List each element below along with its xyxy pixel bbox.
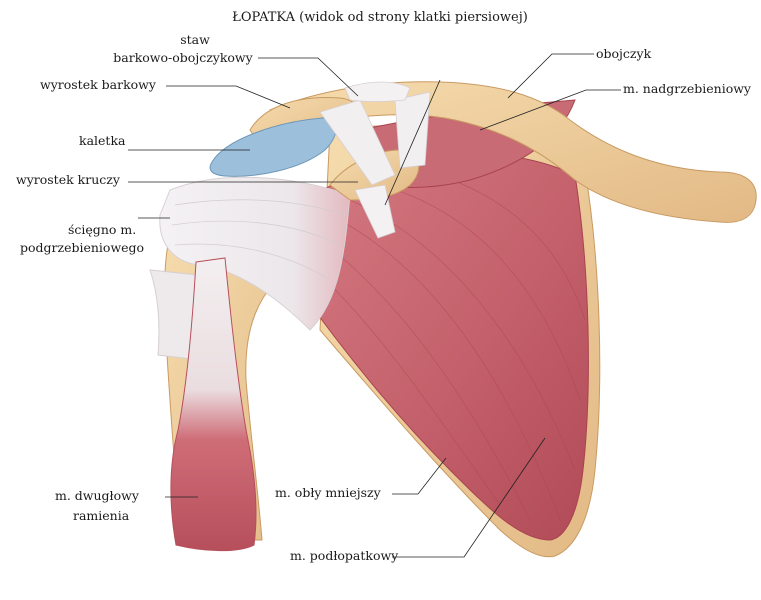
leader-podlopatkowy <box>392 437 546 558</box>
tendon-lines <box>171 199 346 281</box>
label-obojczyk: obojczyk <box>596 46 652 61</box>
label-kaletka: kaletka <box>79 133 126 148</box>
label-staw-line1: staw <box>180 32 210 47</box>
label-sciegno-line2: podgrzebieniowego <box>20 240 144 255</box>
leader-coracoid-ligament <box>384 79 441 206</box>
label-dwuglowy-line2: ramienia <box>73 508 130 523</box>
label-nadgrzebieniowy: m. nadgrzebieniowy <box>623 81 752 96</box>
bursa-sac <box>209 117 337 177</box>
leader-nadgrzebieniowy <box>479 89 621 131</box>
label-staw-line2: barkowo-obojczykowy <box>113 50 253 65</box>
coracoclavicular-ligament <box>394 91 431 169</box>
biceps-muscle <box>170 257 257 552</box>
clavicle-bone <box>269 81 757 223</box>
leader-staw <box>258 57 359 97</box>
leader-obly-mniejszy <box>392 457 447 495</box>
label-podlopatkowy: m. podłopatkowy <box>290 548 399 563</box>
label-wyrostek-barkowy: wyrostek barkowy <box>40 77 157 92</box>
infraspinatus-tendon <box>159 176 351 331</box>
label-obly-mniejszy: m. obły mniejszy <box>275 485 382 500</box>
ac-joint-capsule <box>344 81 411 102</box>
coracoacromial-ligament <box>319 99 396 186</box>
leader-obojczyk <box>507 53 594 99</box>
label-sciegno-line1: ścięgno m. <box>68 222 136 237</box>
short-head-tendon <box>354 184 396 239</box>
label-dwuglowy-line1: m. dwugłowy <box>55 488 140 503</box>
leader-wyrostek-barkowy <box>166 85 291 109</box>
label-wyrostek-kruczy: wyrostek kruczy <box>16 172 121 187</box>
diagram-title: ŁOPATKA (widok od strony klatki piersiow… <box>232 10 528 25</box>
